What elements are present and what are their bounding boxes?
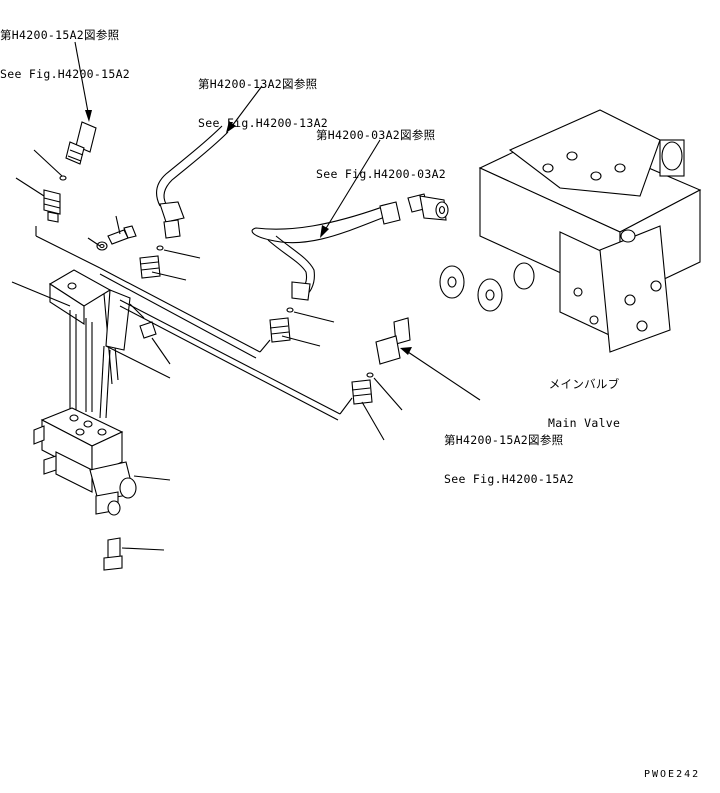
hose-03a2 — [251, 201, 401, 301]
hose-fitting-bottom-right — [375, 317, 411, 365]
hose-13a2 — [156, 125, 229, 239]
reference-label-bottom-right: 第H4200-15A2図参照 See Fig.H4200-15A2 — [444, 408, 574, 499]
reference-en: See Fig.H4200-15A2 — [444, 472, 575, 486]
elbow-fitting-left — [43, 189, 61, 223]
leader-lines — [11, 149, 403, 551]
steel-tube-upper — [35, 226, 271, 359]
reference-jp: 第H4200-15A2図参照 — [444, 433, 564, 447]
main-valve — [439, 109, 702, 353]
washer — [96, 241, 108, 251]
reference-label-top-mid: 第H4200-13A2図参照 See Fig.H4200-13A2 — [198, 52, 328, 143]
reference-en: See Fig.H4200-03A2 — [316, 167, 447, 181]
main-valve-en: Main Valve — [548, 416, 621, 430]
ref-arrow-mid — [320, 139, 381, 238]
o-ring — [156, 245, 164, 251]
ref-arrow-bottom-right — [400, 347, 481, 401]
main-valve-label: メインバルブ Main Valve — [548, 352, 620, 443]
o-ring — [59, 175, 67, 181]
elbow-fitting-lower-right — [351, 379, 373, 405]
o-ring — [286, 307, 294, 313]
steel-tube-vertical — [69, 310, 111, 419]
nut — [139, 321, 157, 339]
ref-arrow-top-mid — [226, 85, 263, 133]
bolt-bottom — [103, 537, 123, 571]
ref-arrow-top-left — [74, 41, 92, 122]
reference-jp: 第H4200-15A2図参照 — [0, 28, 120, 42]
elbow-fitting-mid-right — [269, 317, 291, 343]
reference-en: See Fig.H4200-15A2 — [0, 67, 131, 81]
reference-en: See Fig.H4200-13A2 — [198, 116, 329, 130]
o-ring — [366, 372, 374, 378]
elbow-fitting-center — [139, 255, 161, 279]
main-valve-jp: メインバルブ — [548, 377, 620, 391]
swivel-fitting — [407, 193, 449, 221]
reference-jp: 第H4200-03A2図参照 — [316, 128, 436, 142]
reference-label-top-left: 第H4200-15A2図参照 See Fig.H4200-15A2 — [0, 3, 130, 94]
drawing-code: PWOE242 — [644, 769, 701, 780]
hose-fitting-top-left — [65, 121, 97, 165]
reference-jp: 第H4200-13A2図参照 — [198, 77, 318, 91]
solenoid-valve-block — [33, 407, 137, 516]
bolt — [107, 225, 137, 245]
steel-tube-lower — [119, 299, 353, 421]
reference-label-mid: 第H4200-03A2図参照 See Fig.H4200-03A2 — [316, 103, 446, 194]
